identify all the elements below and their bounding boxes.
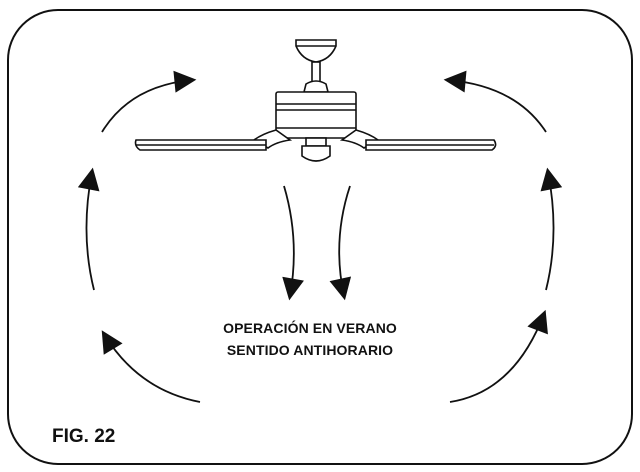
arrow-top-right	[443, 70, 547, 133]
arrow-right-up	[540, 167, 563, 291]
arrow-left-up	[77, 167, 100, 291]
airflow-arrows	[77, 70, 563, 403]
caption-line-1: OPERACIÓN EN VERANO	[223, 320, 397, 336]
caption-line-2: SENTIDO ANTIHORARIO	[226, 342, 394, 358]
ceiling-fan-icon	[134, 39, 497, 162]
arrow-top-left	[101, 70, 197, 133]
arrow-down-right	[329, 185, 352, 301]
arrow-bottom-left	[101, 330, 201, 403]
arrow-down-left	[282, 185, 304, 301]
figure-label: FIG. 22	[52, 426, 116, 447]
diagram-frame	[7, 9, 633, 465]
arrow-bottom-right	[449, 309, 548, 403]
